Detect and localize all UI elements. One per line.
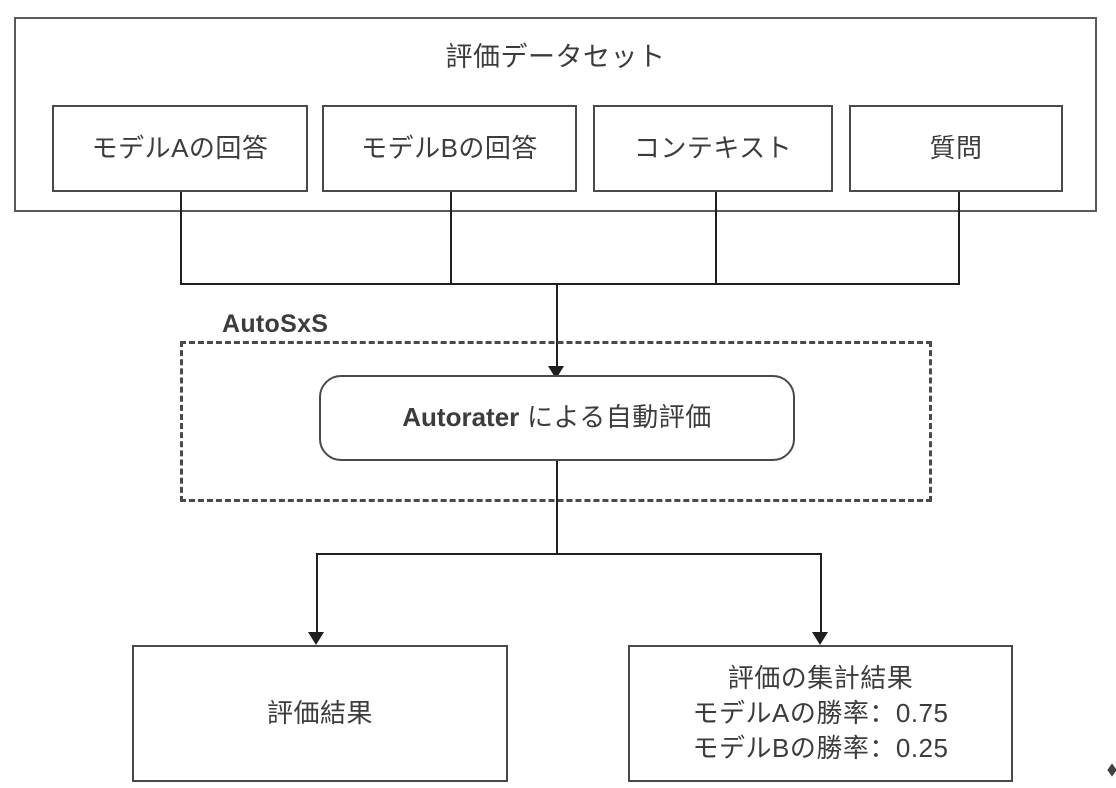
connector-context-drop [715,192,717,283]
connector-model-a-drop [180,192,182,283]
arrowhead-to-evaluation-result [308,632,324,645]
corner-artifact-mark [1107,763,1116,777]
dataset-field-model-b-answer: モデルBの回答 [322,105,577,192]
result-line: 評価の集計結果 [727,662,914,693]
dataset-field-label: 質問 [929,132,983,163]
result-line: モデルBの勝率：0.25 [692,733,949,764]
autorater-process-node: Autorater による自動評価 [319,375,795,461]
result-line: 評価結果 [266,697,373,728]
result-box-evaluation-result: 評価結果 [132,645,508,782]
autosxs-group-label: AutoSxS [222,310,329,338]
connector-model-b-drop [450,192,452,283]
connector-split-left [316,553,318,637]
dataset-field-label: コンテキスト [633,132,793,163]
connector-question-drop [958,192,960,283]
arrowhead-to-aggregated-result [812,632,828,645]
connector-bus-to-autorater [556,283,558,371]
result-box-aggregated-result: 評価の集計結果 モデルAの勝率：0.75 モデルBの勝率：0.25 [628,645,1013,782]
autorater-normal-text: による自動評価 [519,402,712,433]
page-title: 評価データセット [445,42,666,72]
autorater-strong-text: Autorater [402,402,520,433]
connector-split-bus [316,553,822,555]
dataset-field-label: モデルAの回答 [91,132,269,163]
dataset-field-question: 質問 [849,105,1063,192]
connector-merge-bus [180,283,960,285]
connector-split-right [820,553,822,637]
dataset-field-label: モデルBの回答 [361,132,538,163]
connector-autorater-to-split [556,461,558,555]
dataset-field-context: コンテキスト [593,105,833,192]
dataset-field-model-a-answer: モデルAの回答 [52,105,308,192]
result-line: モデルAの勝率：0.75 [692,697,949,728]
